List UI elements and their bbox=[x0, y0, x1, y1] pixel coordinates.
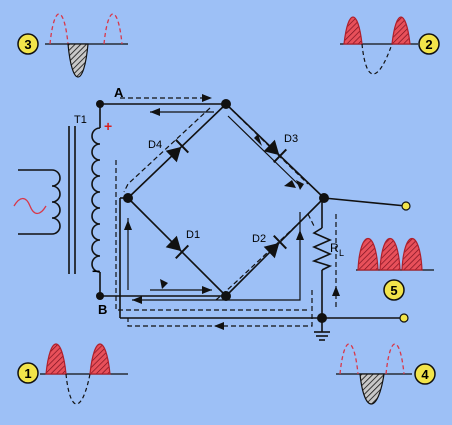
current-arrows-solid bbox=[124, 108, 304, 304]
diode-d4 bbox=[165, 138, 190, 163]
node-b-label: B bbox=[98, 302, 107, 317]
transformer: T1 + − bbox=[13, 114, 112, 279]
transformer-label: T1 bbox=[74, 114, 87, 126]
minus-sign: − bbox=[92, 263, 100, 279]
plus-sign: + bbox=[104, 118, 112, 134]
badge-number: 2 bbox=[425, 37, 432, 52]
load-resistor bbox=[311, 227, 333, 271]
badge-number: 5 bbox=[390, 283, 397, 298]
diode-d3 bbox=[263, 139, 288, 164]
diode-d1-label: D1 bbox=[186, 229, 200, 241]
waveform-2 bbox=[340, 16, 418, 75]
badge-2: 2 bbox=[418, 33, 440, 55]
waveform-1 bbox=[40, 343, 128, 405]
diode-d3-label: D3 bbox=[284, 133, 298, 145]
output-terminal-negative bbox=[399, 313, 409, 323]
diode-d2-label: D2 bbox=[252, 233, 266, 245]
badge-1: 1 bbox=[17, 362, 39, 384]
current-arrows-dashed bbox=[160, 94, 340, 330]
load-resistor-label: R bbox=[330, 241, 339, 255]
badge-3: 3 bbox=[17, 33, 39, 55]
badge-number: 3 bbox=[24, 37, 31, 52]
diode-d2 bbox=[263, 234, 288, 259]
badge-number: 1 bbox=[24, 366, 31, 381]
node-a-label: A bbox=[114, 85, 124, 100]
junction-nodes bbox=[96, 99, 329, 323]
diode-d4-label: D4 bbox=[148, 139, 162, 151]
output-terminal-positive bbox=[401, 201, 411, 211]
badge-4: 4 bbox=[414, 363, 436, 385]
waveform-4 bbox=[336, 343, 412, 405]
circuit-wires bbox=[99, 103, 407, 341]
badge-number: 4 bbox=[421, 367, 429, 382]
waveform-3 bbox=[45, 13, 128, 78]
load-resistor-subscript: L bbox=[339, 248, 344, 258]
badge-5: 5 bbox=[383, 279, 405, 301]
diode-d1 bbox=[165, 235, 190, 260]
waveform-5 bbox=[356, 238, 434, 271]
